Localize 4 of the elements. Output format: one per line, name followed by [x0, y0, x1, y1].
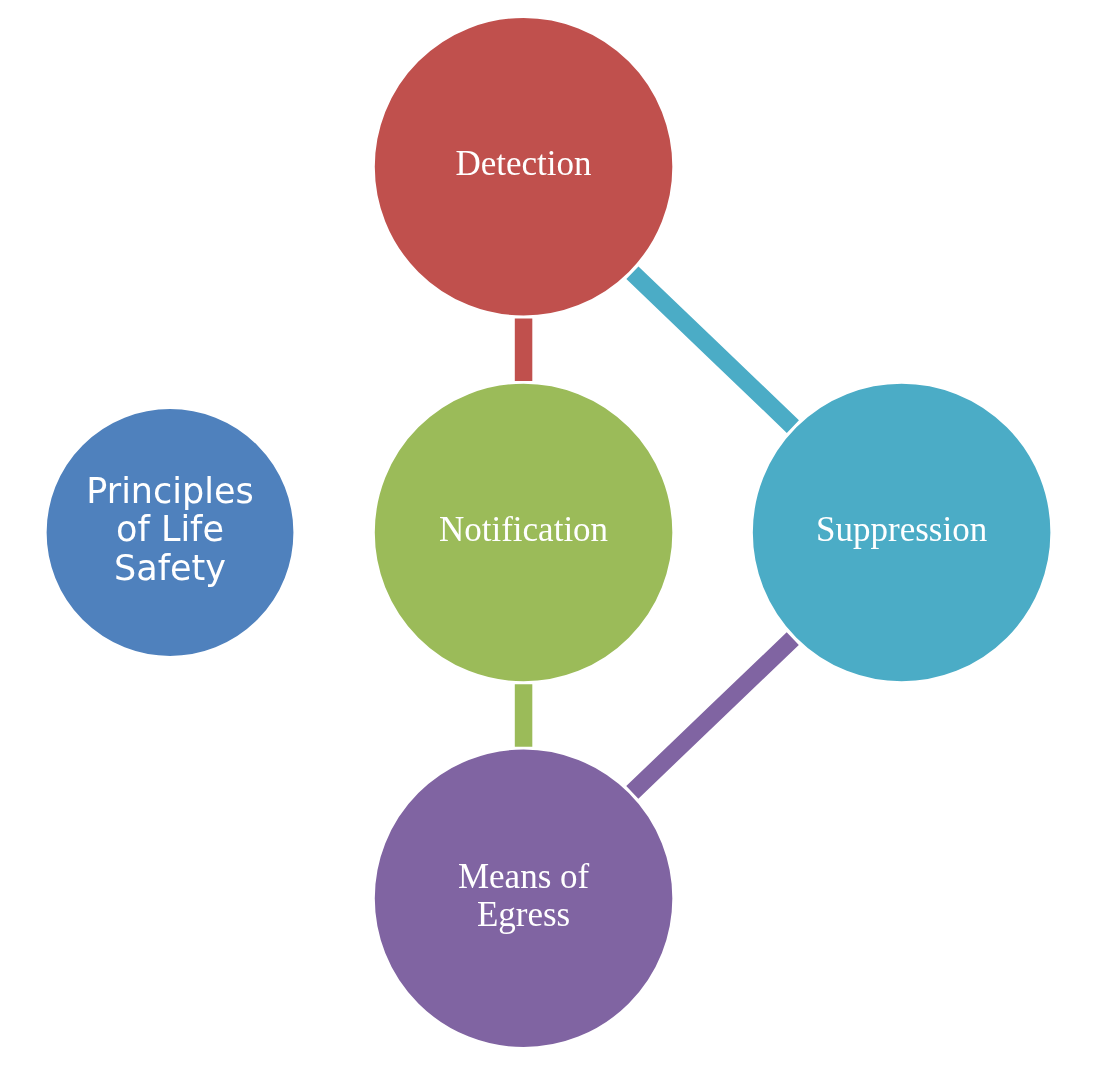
connector	[514, 684, 533, 747]
connector	[626, 632, 799, 799]
connector	[514, 318, 533, 381]
connector	[626, 266, 799, 433]
